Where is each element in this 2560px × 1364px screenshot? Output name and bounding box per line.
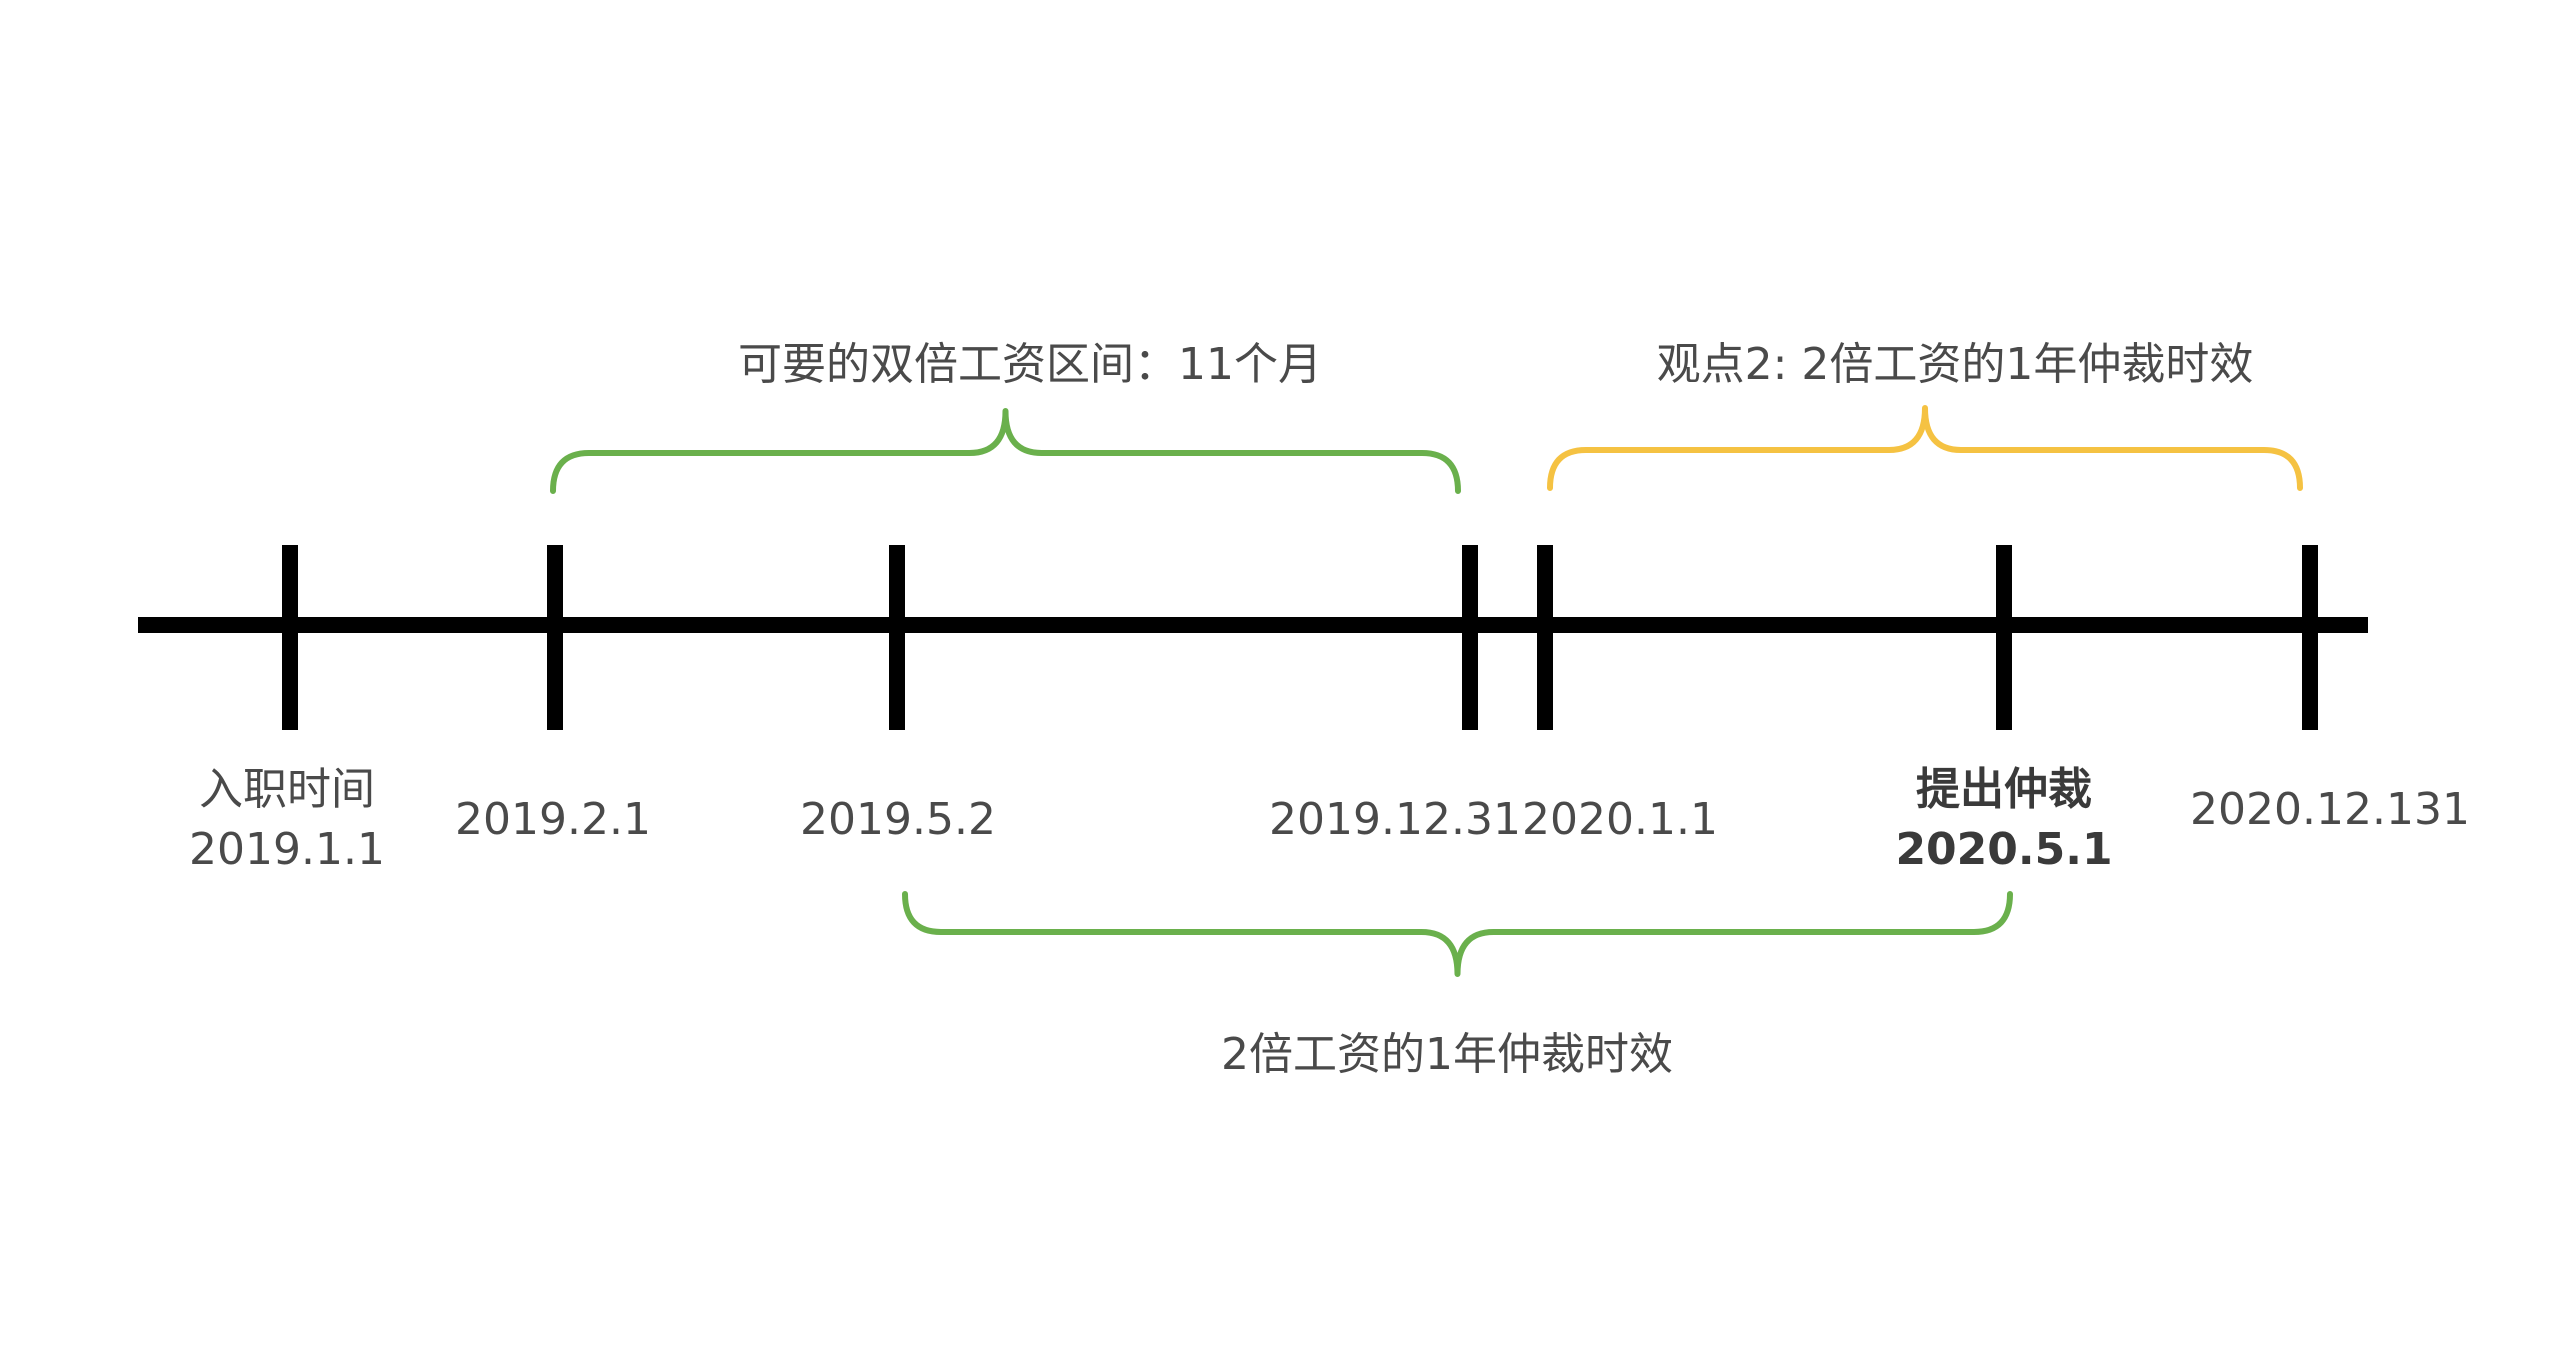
tick-date-hire: 2019.1.1 [189, 824, 385, 875]
bracket-label-arbitration-limit: 2倍工资的1年仲裁时效 [1221, 1029, 1673, 1080]
tick-date-arbitration: 2020.5.1 [1895, 824, 2113, 875]
bracket-viewpoint-2 [1547, 405, 2303, 491]
bracket-double-salary [550, 408, 1461, 494]
tick-date-2019-5-2: 2019.5.2 [800, 794, 996, 845]
tick-date-2020-12-131: 2020.12.131 [2190, 784, 2470, 835]
tick-date-2019-12-31: 2019.12.31 [1269, 794, 1521, 845]
bracket-arbitration-limit [902, 891, 2013, 977]
tick-title-arbitration: 提出仲裁 [1916, 764, 2092, 815]
bracket-label-double-salary: 可要的双倍工资区间：11个月 [738, 339, 1322, 390]
tick-title-hire: 入职时间 [199, 764, 375, 815]
tick-date-2020-1-1: 2020.1.1 [1522, 794, 1718, 845]
bracket-label-viewpoint-2: 观点2: 2倍工资的1年仲裁时效 [1656, 339, 2254, 390]
tick-date-2019-2-1: 2019.2.1 [455, 794, 651, 845]
